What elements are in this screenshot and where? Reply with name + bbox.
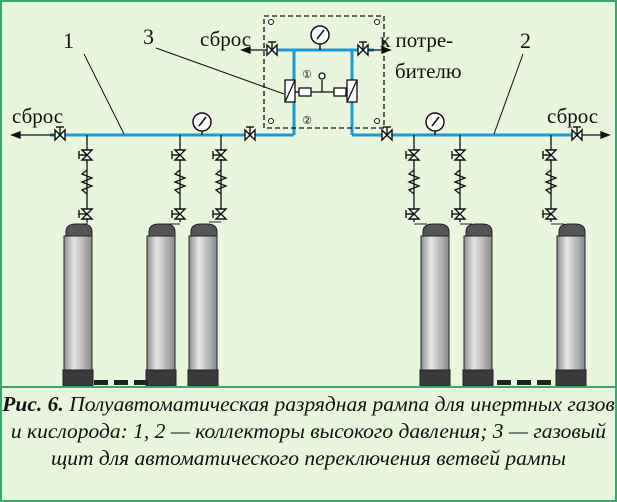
panel-num-2: ② [302, 114, 312, 127]
label-number-3: 3 [143, 24, 154, 49]
leader-lines [83, 47, 524, 135]
cylinder-branches [80, 135, 558, 222]
caption-text: Полуавтоматическая разрядная рампа для и… [10, 392, 615, 470]
panel-regulators [284, 72, 358, 103]
vent-valve-right-icon [571, 126, 583, 141]
cylinder-4 [414, 223, 451, 386]
branch-valves [78, 149, 557, 220]
gas-cylinders [62, 218, 587, 386]
consumer-label-line2: бителю [395, 59, 462, 83]
collector-1-valve-icon [244, 126, 256, 141]
label-number-2: 2 [520, 28, 531, 53]
gas-panel-3 [263, 15, 385, 129]
cylinder-5 [460, 223, 494, 386]
consumer-label-line1: к потре- [380, 28, 453, 52]
cylinder-1 [62, 218, 94, 386]
cylinder-3 [187, 221, 221, 386]
label-number-1: 1 [63, 28, 74, 53]
vent-label-left: сброс [12, 104, 63, 128]
caption-prefix: Рис. 6. [2, 392, 64, 416]
left-pressure-gauge-icon [192, 112, 212, 132]
vent-label-top: сброс [200, 27, 251, 51]
right-pressure-gauge-icon [425, 112, 445, 132]
gas-ramp-diagram: ① ② [10, 15, 611, 386]
vent-valve-left-icon [54, 126, 66, 141]
cylinder-2 [145, 223, 180, 386]
figure-caption: Рис. 6. Полуавтоматическая разрядная рам… [2, 386, 615, 500]
consumer-valve-icon [357, 41, 369, 56]
panel-num-1: ① [302, 68, 312, 81]
collector-1 [50, 48, 324, 137]
vent-label-right: сброс [547, 104, 598, 128]
cylinder-6 [551, 223, 587, 386]
panel-pressure-gauge-icon [310, 25, 330, 45]
flow-arrows [10, 46, 611, 139]
collector-2-valve-icon [381, 126, 393, 141]
panel-screws [268, 19, 380, 124]
vent-valve-top-icon [266, 41, 278, 56]
more-cylinders-ellipsis [94, 380, 551, 385]
